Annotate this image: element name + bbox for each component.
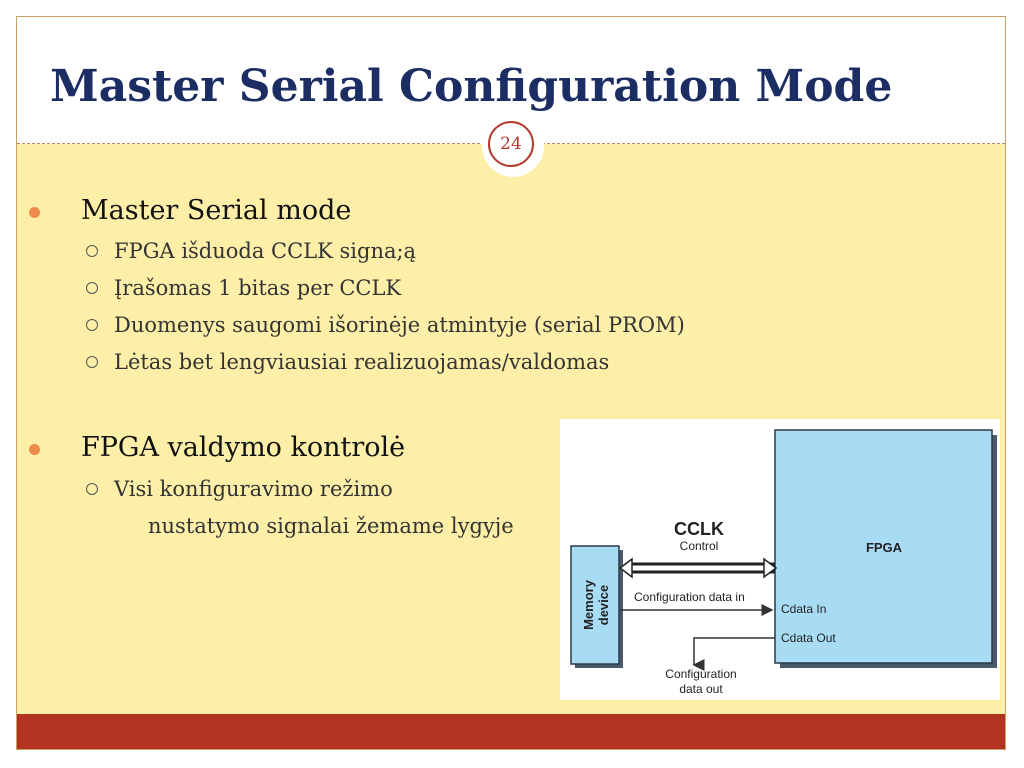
- cclk-label: CCLK: [674, 519, 724, 539]
- sub-bullet: Lėtas bet lengviausiai realizuojamas/val…: [86, 350, 610, 374]
- page-number: 24: [488, 121, 534, 167]
- sub-bullet: Visi konfiguravimo režimo: [86, 477, 393, 501]
- config-data-in-label: Configuration data in: [634, 590, 745, 604]
- sub-bullet-text: Visi konfiguravimo režimo: [114, 477, 393, 501]
- bullet-master-serial-mode: Master Serial mode: [29, 195, 352, 226]
- config-data-out-line2: data out: [679, 682, 723, 696]
- configuration-diagram: FPGA Memory device CCLK Control Configur…: [560, 419, 1000, 700]
- memory-label-line2: device: [596, 585, 611, 625]
- sub-bullet: Duomenys saugomi išorinėje atmintyje (se…: [86, 313, 685, 337]
- footer-bar: [17, 714, 1005, 749]
- sub-bullet-text: Duomenys saugomi išorinėje atmintyje (se…: [114, 313, 685, 337]
- sub-bullet-continuation: nustatymo signalai žemame lygyje: [148, 514, 514, 538]
- sub-bullet-ring-icon: [86, 282, 98, 294]
- cdata-in-label: Cdata In: [781, 602, 826, 616]
- bullet-text: Master Serial mode: [81, 195, 352, 226]
- sub-bullet-text: Įrašomas 1 bitas per CCLK: [114, 276, 402, 300]
- bullet-fpga-valdymo-kontrole: FPGA valdymo kontrolė: [29, 432, 406, 463]
- control-label: Control: [680, 539, 719, 553]
- sub-bullet-text: FPGA išduoda CCLK signa;ą: [114, 239, 417, 263]
- config-data-out-arrow: [692, 637, 775, 671]
- cclk-arrow-left-icon: [618, 557, 633, 579]
- cclk-bus: [626, 562, 775, 574]
- cdata-out-label: Cdata Out: [781, 631, 836, 645]
- bullet-dot-icon: [29, 444, 40, 455]
- bullet-dot-icon: [29, 207, 40, 218]
- sub-bullet: FPGA išduoda CCLK signa;ą: [86, 239, 417, 263]
- config-data-out-line1: Configuration: [665, 667, 736, 681]
- sub-bullet-text: Lėtas bet lengviausiai realizuojamas/val…: [114, 350, 610, 374]
- sub-bullet-ring-icon: [86, 319, 98, 331]
- memory-block: [570, 545, 620, 665]
- fpga-label: FPGA: [866, 540, 903, 555]
- diagram-svg: FPGA Memory device CCLK Control Configur…: [570, 429, 997, 696]
- cclk-arrow-right-icon: [763, 557, 778, 579]
- sub-bullet-ring-icon: [86, 356, 98, 368]
- fpga-block: [774, 429, 993, 664]
- sub-bullet-ring-icon: [86, 483, 98, 495]
- bullet-text: FPGA valdymo kontrolė: [81, 432, 406, 463]
- sub-bullet-ring-icon: [86, 245, 98, 257]
- memory-label-line1: Memory: [581, 579, 596, 630]
- sub-bullet: Įrašomas 1 bitas per CCLK: [86, 276, 402, 300]
- slide-title: Master Serial Configuration Mode: [50, 61, 893, 112]
- slide: Master Serial Configuration Mode 24 Mast…: [16, 16, 1006, 750]
